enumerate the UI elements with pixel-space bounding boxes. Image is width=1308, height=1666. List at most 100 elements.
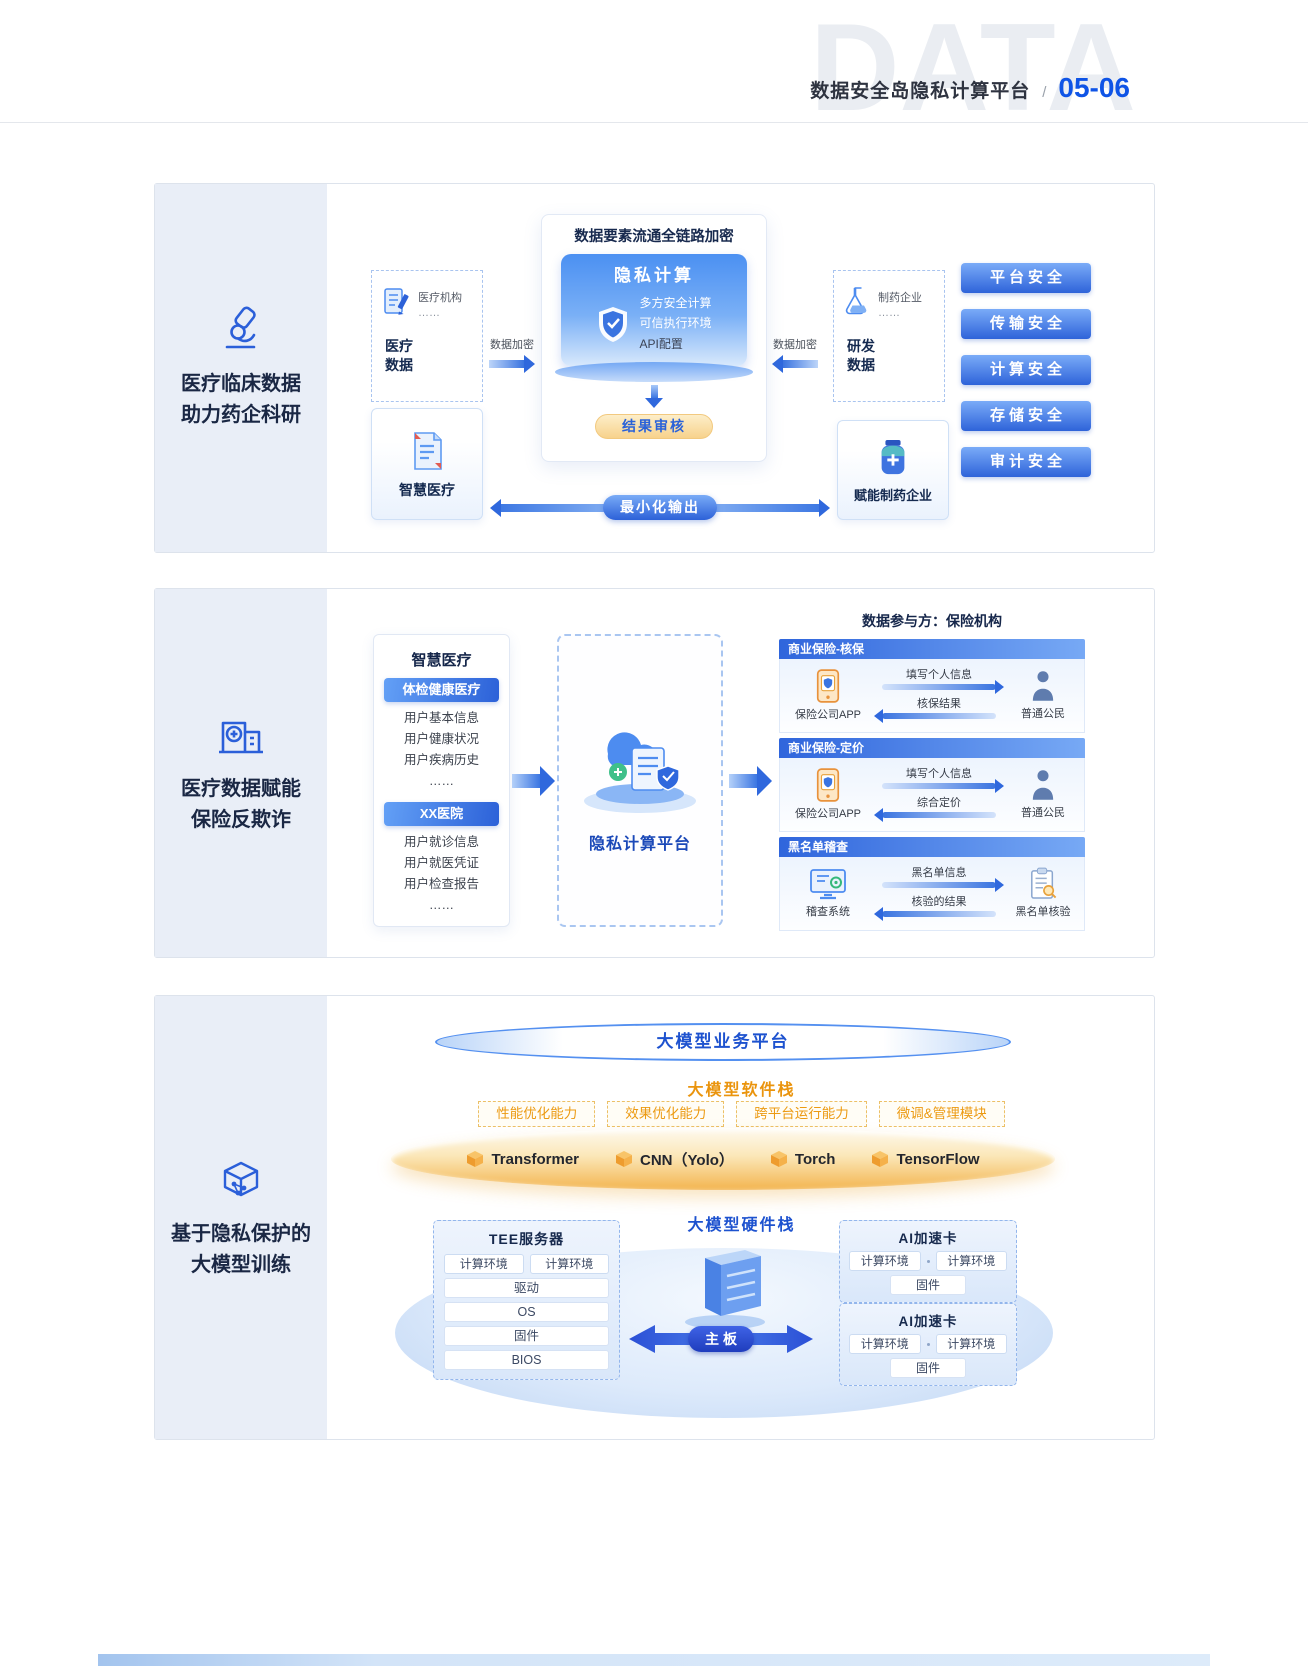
arrow-left — [874, 906, 996, 921]
fulllink-encryption-title: 数据要素流通全链路加密 — [574, 229, 734, 245]
server-icon — [685, 1250, 765, 1329]
org-label: 制药企业 — [878, 292, 922, 304]
citizen-label: 普通公民 — [1021, 707, 1065, 720]
software-stack-title: 大模型软件栈 — [687, 1082, 796, 1099]
down-arrow — [645, 385, 663, 408]
cube-icon — [467, 1151, 484, 1167]
api-config-label: API配置 — [639, 336, 683, 351]
smart-medical-box: 智慧医疗 — [371, 408, 483, 520]
section1-title-line1: 医疗临床数据 — [181, 373, 301, 395]
firmware-box: 固件 — [890, 1358, 966, 1378]
arrow-right — [512, 766, 555, 796]
arrow-label: 综合定价 — [917, 796, 961, 809]
section-medical-clinical-data: 医疗临床数据 助力药企科研 医疗机构 …… 医疗数据 — [154, 183, 1155, 553]
empower-pharma-label: 赋能制药企业 — [853, 487, 932, 503]
medical-data-label: 医疗数据 — [385, 338, 413, 373]
arrow-right — [882, 778, 1004, 793]
framework-label: CNN（Yolo） — [640, 1151, 734, 1169]
section2-title: 医疗数据赋能 保险反欺诈 — [181, 774, 301, 836]
framework-item: Transformer — [466, 1150, 579, 1168]
dot-separator — [926, 1259, 930, 1263]
framework-platform: Transformer CNN（Yolo） Torch TensorFlow — [391, 1128, 1055, 1190]
section-llm-training: 基于隐私保护的 大模型训练 大模型业务平台 大模型软件栈 性能优化能力 效果优化… — [154, 995, 1155, 1440]
section1-title-line2: 助力药企科研 — [181, 404, 301, 426]
tee-server-box: TEE服务器 计算环境 计算环境 驱动 OS 固件 BIOS — [433, 1220, 620, 1380]
framework-item: TensorFlow — [871, 1150, 980, 1168]
layer-os: OS — [444, 1302, 609, 1322]
layer-driver: 驱动 — [444, 1278, 609, 1298]
flask-icon — [845, 287, 867, 315]
arrow-label: 填写个人信息 — [906, 668, 972, 681]
compute-env-box: 计算环境 — [935, 1334, 1007, 1354]
data-encrypt-label-left: 数据加密 — [490, 339, 534, 351]
arrow-right — [882, 679, 1004, 694]
compute-env-box: 计算环境 — [444, 1254, 524, 1274]
ai-accelerator-card: AI加速卡 计算环境 计算环境 固件 — [839, 1220, 1017, 1303]
data-item: 用户就医凭证 — [403, 856, 479, 870]
microscope-icon — [225, 306, 256, 349]
data-item: 用户检查报告 — [403, 877, 479, 891]
empower-pharma-box: 赋能制药企业 — [837, 420, 949, 520]
smart-medical-title: 智慧医疗 — [411, 652, 472, 669]
arrow-right — [489, 355, 535, 373]
privacy-platform-box: 隐私计算平台 — [557, 634, 723, 927]
section-insurance-antifraud: 医疗数据赋能 保险反欺诈 智慧医疗 体检健康医疗 用户基本信息 用户健康状况 用… — [154, 588, 1155, 958]
min-output-pill: 最小化输出 — [603, 495, 717, 520]
header-separator: / — [1042, 84, 1047, 101]
ellipsis: …… — [878, 307, 900, 319]
data-item: 用户基本信息 — [403, 711, 479, 725]
citizen-icon — [1032, 670, 1054, 701]
arrow-label: 核保结果 — [917, 697, 961, 710]
arrow-left — [874, 708, 996, 723]
org-label: 医疗机构 — [418, 292, 462, 304]
health-checkup-pill: 体检健康医疗 — [384, 678, 499, 702]
rd-data-source-box: 制药企业 …… 研发数据 — [833, 270, 945, 402]
section3-sidebar: 基于隐私保护的 大模型训练 — [155, 996, 327, 1439]
ellipsis: …… — [418, 307, 440, 319]
medical-data-source-box: 医疗机构 …… 医疗数据 — [371, 270, 483, 402]
insurance-app-icon — [816, 767, 840, 802]
arrow-right — [729, 766, 772, 796]
smart-medical-doc-icon — [414, 432, 442, 470]
ai-accelerator-card: AI加速卡 计算环境 计算环境 固件 — [839, 1303, 1017, 1386]
framework-item: Torch — [770, 1150, 836, 1168]
section1-sidebar: 医疗临床数据 助力药企科研 — [155, 184, 327, 552]
ellipsis: …… — [429, 774, 454, 788]
compute-env-box: 计算环境 — [849, 1334, 921, 1354]
data-item: 用户健康状况 — [403, 732, 479, 746]
footer-band — [98, 1654, 1210, 1666]
insurance-app-icon — [816, 668, 840, 703]
underwriting-panel: 商业保险-核保 保险公司APP 填写个人信息 核保结果 — [779, 639, 1085, 733]
mainboard-arrow: 主板 — [629, 1324, 813, 1354]
section2-sidebar: 医疗数据赋能 保险反欺诈 — [155, 589, 327, 957]
layer-firmware: 固件 — [444, 1326, 609, 1346]
compute-env-box: 计算环境 — [529, 1254, 609, 1274]
panel-title: 黑名单稽查 — [779, 837, 1085, 857]
compute-env-box: 计算环境 — [849, 1251, 921, 1271]
platform-ellipse — [555, 362, 753, 382]
framework-label: TensorFlow — [896, 1150, 980, 1168]
arrow-left — [874, 807, 996, 822]
privacy-computing-panel: 隐私计算 多方安全计算 可信执行环境 API配置 — [561, 254, 747, 366]
arrow-left — [772, 355, 818, 373]
arrow-label: 填写个人信息 — [906, 767, 972, 780]
panel-title: 商业保险-定价 — [779, 738, 1085, 758]
capsule-icon — [881, 439, 905, 474]
arrow-label: 核验的结果 — [911, 895, 967, 908]
header-divider — [0, 122, 1308, 123]
security-button-storage: 存储安全 — [961, 401, 1091, 431]
section3-title: 基于隐私保护的 大模型训练 — [171, 1219, 311, 1281]
privacy-computing-card: 数据要素流通全链路加密 隐私计算 多方安全计算 可信执行环境 API配置 — [541, 214, 767, 462]
page-header: 数据安全岛隐私计算平台 / 05-06 — [810, 72, 1130, 104]
ai-card-title: AI加速卡 — [898, 1231, 958, 1246]
security-button-audit: 审计安全 — [961, 447, 1091, 477]
framework-label: Torch — [794, 1150, 836, 1168]
tee-server-title: TEE服务器 — [488, 1231, 565, 1247]
section1-title: 医疗临床数据 助力药企科研 — [181, 369, 301, 431]
security-button-compute: 计算安全 — [961, 355, 1091, 385]
firmware-box: 固件 — [890, 1275, 966, 1295]
privacy-computing-label: 隐私计算 — [614, 266, 694, 285]
inspection-system-icon — [810, 868, 846, 899]
tee-label: 可信执行环境 — [639, 316, 712, 331]
app-label: 保险公司APP — [794, 807, 861, 820]
